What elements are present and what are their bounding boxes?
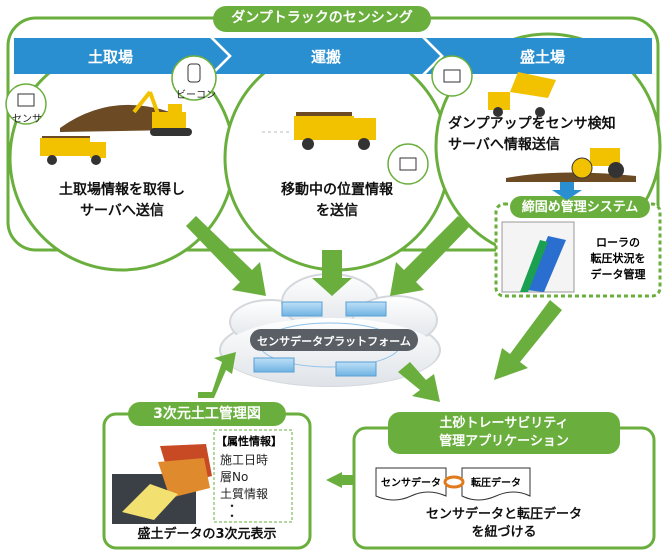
title-tab (213, 6, 431, 32)
model3d-attr-3: 土質情報 (220, 487, 269, 501)
arrow-to-compaction (552, 182, 582, 200)
server-cube-4 (335, 361, 377, 377)
diagram-title: ダンプトラックのセンシング (231, 10, 413, 26)
chain-link-icon (443, 475, 465, 489)
doc-compaction-label: 転圧データ (471, 478, 521, 489)
sensor-label: センサ (12, 114, 42, 125)
model3d-title-tab (128, 402, 286, 426)
stage-label-borrow-pit: 土取場 (88, 48, 134, 66)
model3d-attr-2: 層No (220, 470, 249, 484)
transport-scene (262, 112, 429, 185)
server-cube-2 (345, 301, 387, 317)
stage-chevron-2-top (214, 38, 440, 74)
fill-site-text-1: ダンプアップをセンサ検知 (448, 116, 616, 132)
platform-label: センサデータプラットフォーム (257, 335, 411, 348)
doc-sensor-shape (375, 467, 447, 501)
compaction-title-tab (510, 196, 650, 218)
borrow-pit-text-1: 土取場情報を取得し (59, 182, 185, 198)
model3d-caption: 盛土データの3次元表示 (137, 527, 277, 542)
platform-label-bg (250, 329, 418, 351)
server-cube-1 (281, 301, 323, 317)
doc-sensor-label: センサデータ (381, 478, 441, 489)
stage-chevron-3-top (426, 38, 652, 74)
model3d-title: 3次元土工管理図 (153, 406, 261, 422)
fill-site-text-2: サーバへ情報送信 (448, 137, 560, 153)
compaction-text-3: データ管理 (590, 268, 646, 281)
compaction-text-2: 転圧状況を (590, 252, 646, 265)
traceability-caption-2: を紐づける (471, 525, 537, 540)
fill-site-scene (431, 55, 636, 182)
traceability-title-2: 管理アプリケーション (439, 434, 569, 449)
flow-arrows (186, 216, 562, 488)
traceability-title-tab (388, 412, 620, 454)
compaction-text-1: ローラの (596, 236, 640, 249)
transport-text-2: を送信 (316, 203, 358, 219)
model3d-attr-5: ・ (226, 509, 239, 523)
stage-label-transport: 運搬 (311, 48, 342, 66)
compaction-screen-track (526, 236, 566, 292)
cloud (219, 273, 441, 387)
beacon-label: ビーコン (176, 90, 216, 101)
stage-chevron-1-top (14, 38, 228, 74)
compaction-screen-track-2 (520, 240, 548, 292)
model3d-terrain (122, 484, 178, 520)
borrow-pit-text-2: サーバへ送信 (80, 203, 164, 219)
traceability-title-1: 土砂トレーサビリティ (439, 416, 569, 431)
model3d-attr-4: ・ (226, 499, 239, 513)
traceability-caption-1: センサデータと転圧データ (425, 507, 582, 522)
model3d-attr-box (213, 429, 293, 523)
model3d-attr-1: 施工日時 (220, 453, 269, 467)
stage-label-fill-site: 盛土場 (520, 48, 566, 66)
server-cube-3 (253, 357, 295, 373)
compaction-title: 締固め管理システム (521, 200, 639, 215)
borrow-pit-scene (5, 55, 217, 165)
model3d-layers-2 (158, 458, 210, 498)
doc-compaction-shape (461, 467, 531, 501)
transport-text-1: 移動中の位置情報 (281, 182, 393, 198)
model3d-attr-header: 【属性情報】 (216, 435, 282, 448)
